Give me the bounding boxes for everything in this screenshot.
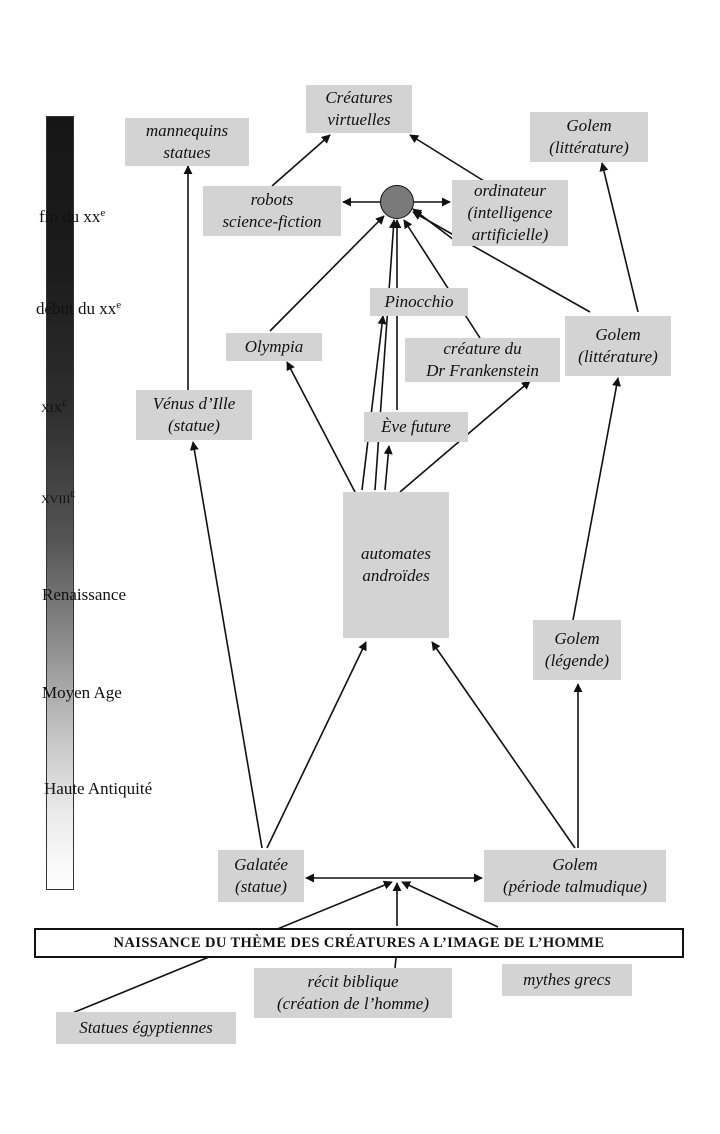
node-statues-egyptiennes: Statues égyptiennes xyxy=(56,1012,236,1044)
node-line: (statue) xyxy=(235,877,287,896)
edge-golemmid-to-hub xyxy=(412,211,591,313)
node-olympia: Olympia xyxy=(226,333,322,361)
node-line: Ève future xyxy=(381,417,451,436)
node-line: virtuelles xyxy=(327,110,391,129)
node-robots-science-fiction: robots science-fiction xyxy=(203,186,341,236)
node-creatures-virtuelles: Créatures virtuelles xyxy=(306,85,412,133)
edge-automates-to-pinocchio xyxy=(361,315,387,491)
node-line: Golem xyxy=(566,116,612,135)
node-frankenstein: créature du Dr Frankenstein xyxy=(405,338,560,382)
node-line: (période talmudique) xyxy=(503,877,647,896)
timeline-gradient-bar xyxy=(46,116,74,890)
node-line: Vénus d’Ille xyxy=(152,394,236,413)
node-line: (intelligence xyxy=(467,203,553,222)
era-xviii: xviiie xyxy=(41,483,75,509)
node-line: (légende) xyxy=(544,651,610,670)
node-line: Galatée xyxy=(234,855,288,874)
node-line: mythes grecs xyxy=(523,970,611,989)
node-line: récit biblique xyxy=(307,972,399,991)
edge-olympia-to-hub xyxy=(269,215,385,332)
era-label: xviii xyxy=(41,488,71,507)
era-xix: xixe xyxy=(41,392,67,418)
node-line: mannequins xyxy=(145,121,229,140)
node-line: Créatures xyxy=(325,88,393,107)
era-sup: e xyxy=(70,488,76,500)
era-debut-xx: début du xxe xyxy=(36,294,121,320)
convergence-hub xyxy=(380,185,414,219)
edge-golemmid-to-golemtop xyxy=(599,162,639,313)
node-pinocchio: Pinocchio xyxy=(370,288,468,316)
node-line: Olympia xyxy=(244,337,304,356)
edge-automates-to-eve xyxy=(383,445,393,491)
node-venus-ille: Vénus d’Ille (statue) xyxy=(136,390,252,440)
node-line: statues xyxy=(163,143,211,162)
banner-naissance-theme: NAISSANCE DU THÈME DES CRÉATURES A L’IMA… xyxy=(34,928,684,958)
node-golem-talmudique: Golem (période talmudique) xyxy=(484,850,666,902)
edge-talmud-to-automates xyxy=(431,641,576,849)
era-fin-xx: fin du xxe xyxy=(39,202,105,228)
edge-recit-to-split xyxy=(394,957,397,969)
node-line: Golem xyxy=(552,855,598,874)
era-label: Moyen Age xyxy=(42,683,122,702)
node-galatee: Galatée (statue) xyxy=(218,850,304,902)
node-mythes-grecs: mythes grecs xyxy=(502,964,632,996)
edge-mythes-to-split xyxy=(401,881,499,928)
node-golem-legende: Golem (légende) xyxy=(533,620,621,680)
node-line: androïdes xyxy=(362,566,430,585)
node-eve-future: Ève future xyxy=(364,412,468,442)
edge-frankenstein-to-hub xyxy=(403,219,481,339)
era-label: fin du xx xyxy=(39,207,101,226)
era-haute-antiquite: Haute Antiquité xyxy=(44,778,152,800)
era-sup: e xyxy=(100,207,106,219)
era-label: début du xx xyxy=(36,299,117,318)
era-label: xix xyxy=(41,397,63,416)
edge-galatee-to-automates xyxy=(266,641,367,849)
node-line: Golem xyxy=(595,325,641,344)
node-line: ordinateur xyxy=(473,181,547,200)
node-golem-litterature-top: Golem (littérature) xyxy=(530,112,648,162)
edge-galatee-to-venus xyxy=(189,441,263,849)
node-line: Statues égyptiennes xyxy=(79,1018,213,1037)
era-label: Renaissance xyxy=(42,585,127,604)
node-line: (littérature) xyxy=(578,347,658,366)
node-line: (littérature) xyxy=(549,138,629,157)
era-moyen-age: Moyen Age xyxy=(42,682,122,704)
edge-ordinateur-to-hub xyxy=(412,208,459,244)
node-line: créature du xyxy=(443,339,522,358)
era-label: Haute Antiquité xyxy=(44,779,153,798)
node-line: robots xyxy=(250,190,294,209)
node-automates-androides: automates androïdes xyxy=(343,492,449,638)
node-line: automates xyxy=(361,544,431,563)
node-recit-biblique: récit biblique (création de l’homme) xyxy=(254,968,452,1018)
node-mannequins-statues: mannequins statues xyxy=(125,118,249,166)
node-line: Golem xyxy=(554,629,600,648)
edge-automates-to-olympia xyxy=(286,361,356,493)
era-sup: e xyxy=(116,299,122,311)
node-line: (statue) xyxy=(168,416,220,435)
node-line: (création de l’homme) xyxy=(276,994,429,1013)
edge-legende-to-golemmid xyxy=(572,377,621,621)
node-golem-litterature-mid: Golem (littérature) xyxy=(565,316,671,376)
era-renaissance: Renaissance xyxy=(42,584,126,606)
edge-automates-to-hub xyxy=(374,219,398,491)
edge-ordinateur-to-creatures xyxy=(409,134,493,187)
node-line: Dr Frankenstein xyxy=(426,361,539,380)
edge-robots-to-creatures xyxy=(271,134,331,187)
node-line: Pinocchio xyxy=(384,292,454,311)
node-line: artificielle) xyxy=(471,225,549,244)
era-sup: e xyxy=(62,397,68,409)
node-ordinateur: ordinateur (intelligence artificielle) xyxy=(452,180,568,246)
node-line: science-fiction xyxy=(222,212,322,231)
